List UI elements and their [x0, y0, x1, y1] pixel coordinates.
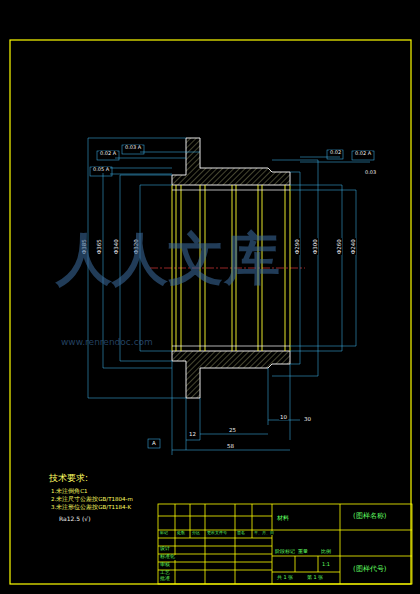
watermark: www.renrendoc.com [60, 338, 154, 348]
title-cell: 1:1 [321, 562, 331, 568]
tolerance-note: 0.02 [329, 150, 342, 156]
title-cell: 工艺 [159, 571, 171, 576]
tolerance-note: 0.03 [364, 170, 377, 176]
title-cell: 设计 [159, 547, 171, 552]
title-cell: 比例 [320, 550, 332, 555]
watermark: 人人文库 [55, 228, 281, 290]
title-cell: 批准 [159, 577, 171, 582]
length-dimension: 30 [303, 416, 312, 422]
title-cell: 审核 [159, 563, 171, 568]
title-cell: 标记 [159, 531, 169, 535]
title-cell: (图样名称) [352, 513, 387, 521]
tolerance-note: 0.03 A [124, 145, 142, 151]
title-cell: 第 1 张 [306, 575, 324, 581]
title-cell: 分区 [191, 531, 201, 535]
length-dimension: 10 [279, 414, 288, 420]
title-cell: 共 1 张 [276, 575, 294, 581]
diameter-dimension: Φ300 [312, 238, 318, 255]
length-dimension: 25 [228, 427, 237, 433]
title-cell: 标准化 [159, 555, 176, 560]
datum-letter: A [151, 440, 157, 446]
diameter-dimension: Φ260 [336, 238, 342, 255]
requirements-heading: 技术要求: [48, 474, 89, 484]
title-cell: (图样代号) [352, 566, 387, 574]
tolerance-note: 0.02 A [99, 151, 117, 157]
title-cell: 签名 [236, 531, 246, 535]
requirement-note: 2.未注尺寸公差按GB/T1804-m [50, 496, 134, 502]
roughness-symbol: Ra12.5 (√) [58, 516, 92, 523]
title-cell: 重量 [297, 550, 309, 555]
diameter-dimension: Φ240 [350, 238, 356, 255]
title-cell: 阶段标记 [274, 550, 296, 555]
title-cell: 年、月、日 [253, 531, 275, 535]
tolerance-note: 0.05 A [92, 167, 110, 173]
tolerance-note: 0.02 A [354, 151, 372, 157]
length-dimension: 12 [188, 431, 197, 437]
length-dimension: 58 [226, 443, 235, 449]
title-cell: 材料 [276, 515, 290, 522]
title-cell: 处数 [176, 531, 186, 535]
diameter-dimension: Φ290 [294, 238, 300, 255]
requirement-note: 1.未注倒角C1 [50, 488, 89, 494]
requirement-note: 3.未注形位公差按GB/T1184-K [50, 504, 132, 510]
title-cell: 更改文件号 [206, 531, 228, 535]
